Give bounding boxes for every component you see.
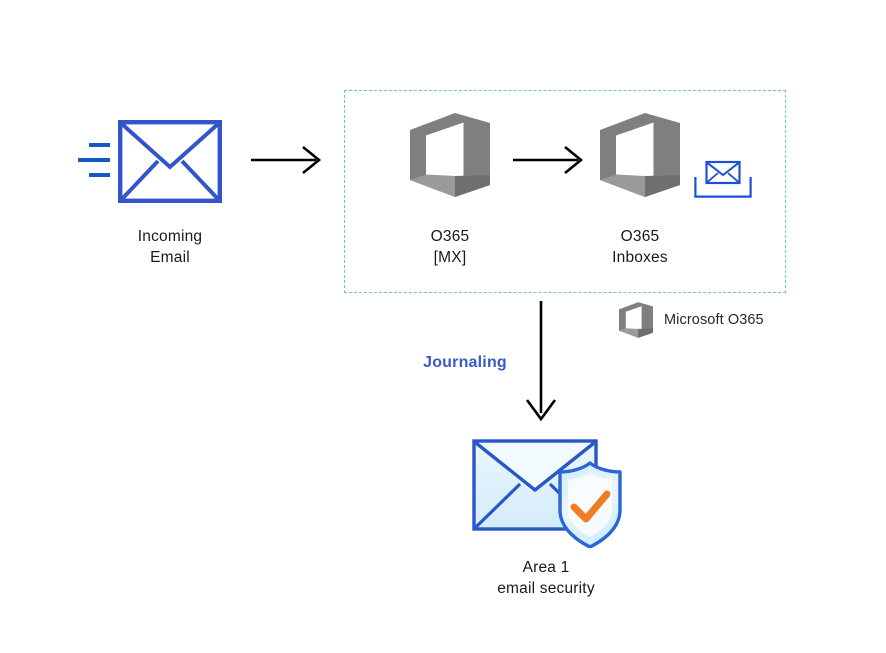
office365-logo-icon xyxy=(619,302,653,338)
journaling-edge-label: Journaling xyxy=(423,354,507,371)
arrow-down-icon xyxy=(518,300,564,422)
o365-mx-label: O365 [MX] xyxy=(430,228,470,266)
arrow-right-icon xyxy=(512,143,584,177)
legend-label: Microsoft O365 xyxy=(664,312,764,328)
motion-lines-icon xyxy=(78,143,114,181)
arrow-right-icon xyxy=(250,143,322,177)
incoming-email-label: Incoming Email xyxy=(137,228,203,266)
envelope-icon xyxy=(118,120,222,203)
office365-logo-icon xyxy=(410,113,490,197)
o365-boundary-box xyxy=(344,90,786,293)
o365-inboxes-label: O365 Inboxes xyxy=(612,228,668,266)
area1-label: Area 1 email security xyxy=(497,559,595,597)
secure-email-shield-icon xyxy=(470,432,630,549)
inbox-tray-icon xyxy=(694,160,752,198)
office365-logo-icon xyxy=(600,113,680,197)
